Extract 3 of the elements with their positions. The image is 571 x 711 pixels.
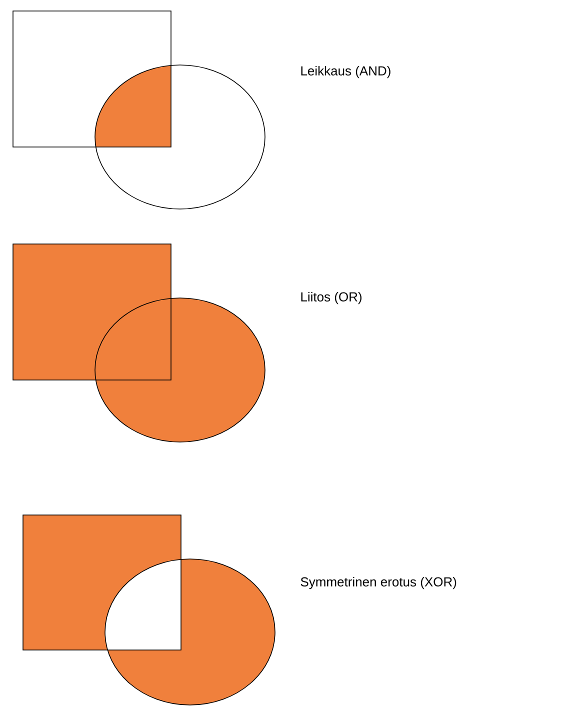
operation-label: Leikkaus (AND) — [301, 66, 390, 78]
operation-label: Liitos (OR) — [301, 292, 362, 304]
operation-label: Symmetrinen erotus (XOR) — [300, 576, 456, 590]
